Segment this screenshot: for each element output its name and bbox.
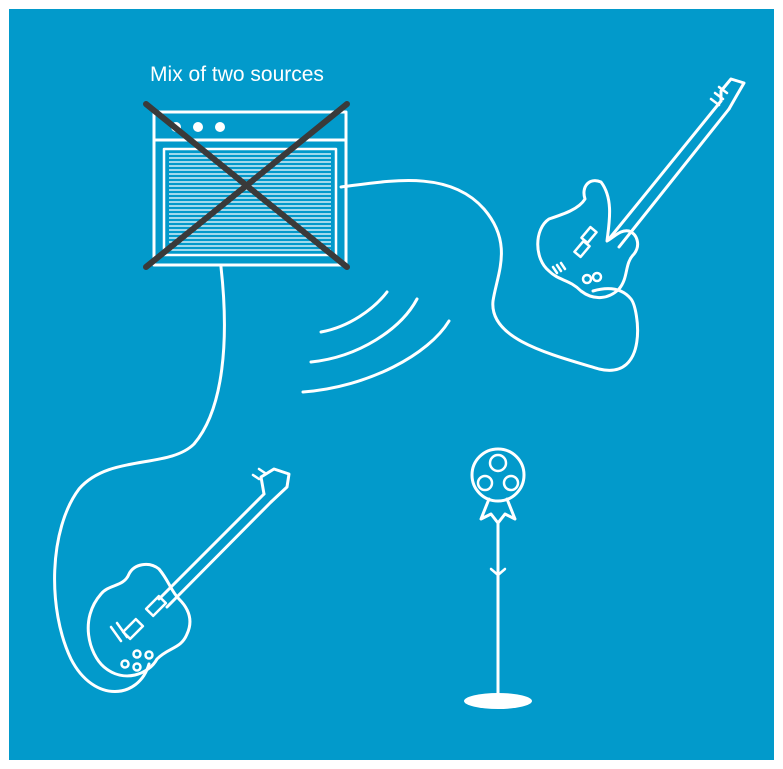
- background: [9, 9, 774, 760]
- microphone-stand-base: [464, 693, 532, 709]
- amplifier-knob: [193, 122, 203, 132]
- diagram-canvas: Mix of two sources: [9, 9, 774, 760]
- amplifier-knob: [215, 122, 225, 132]
- diagram-title: Mix of two sources: [127, 63, 347, 87]
- diagram-svg: [9, 9, 774, 760]
